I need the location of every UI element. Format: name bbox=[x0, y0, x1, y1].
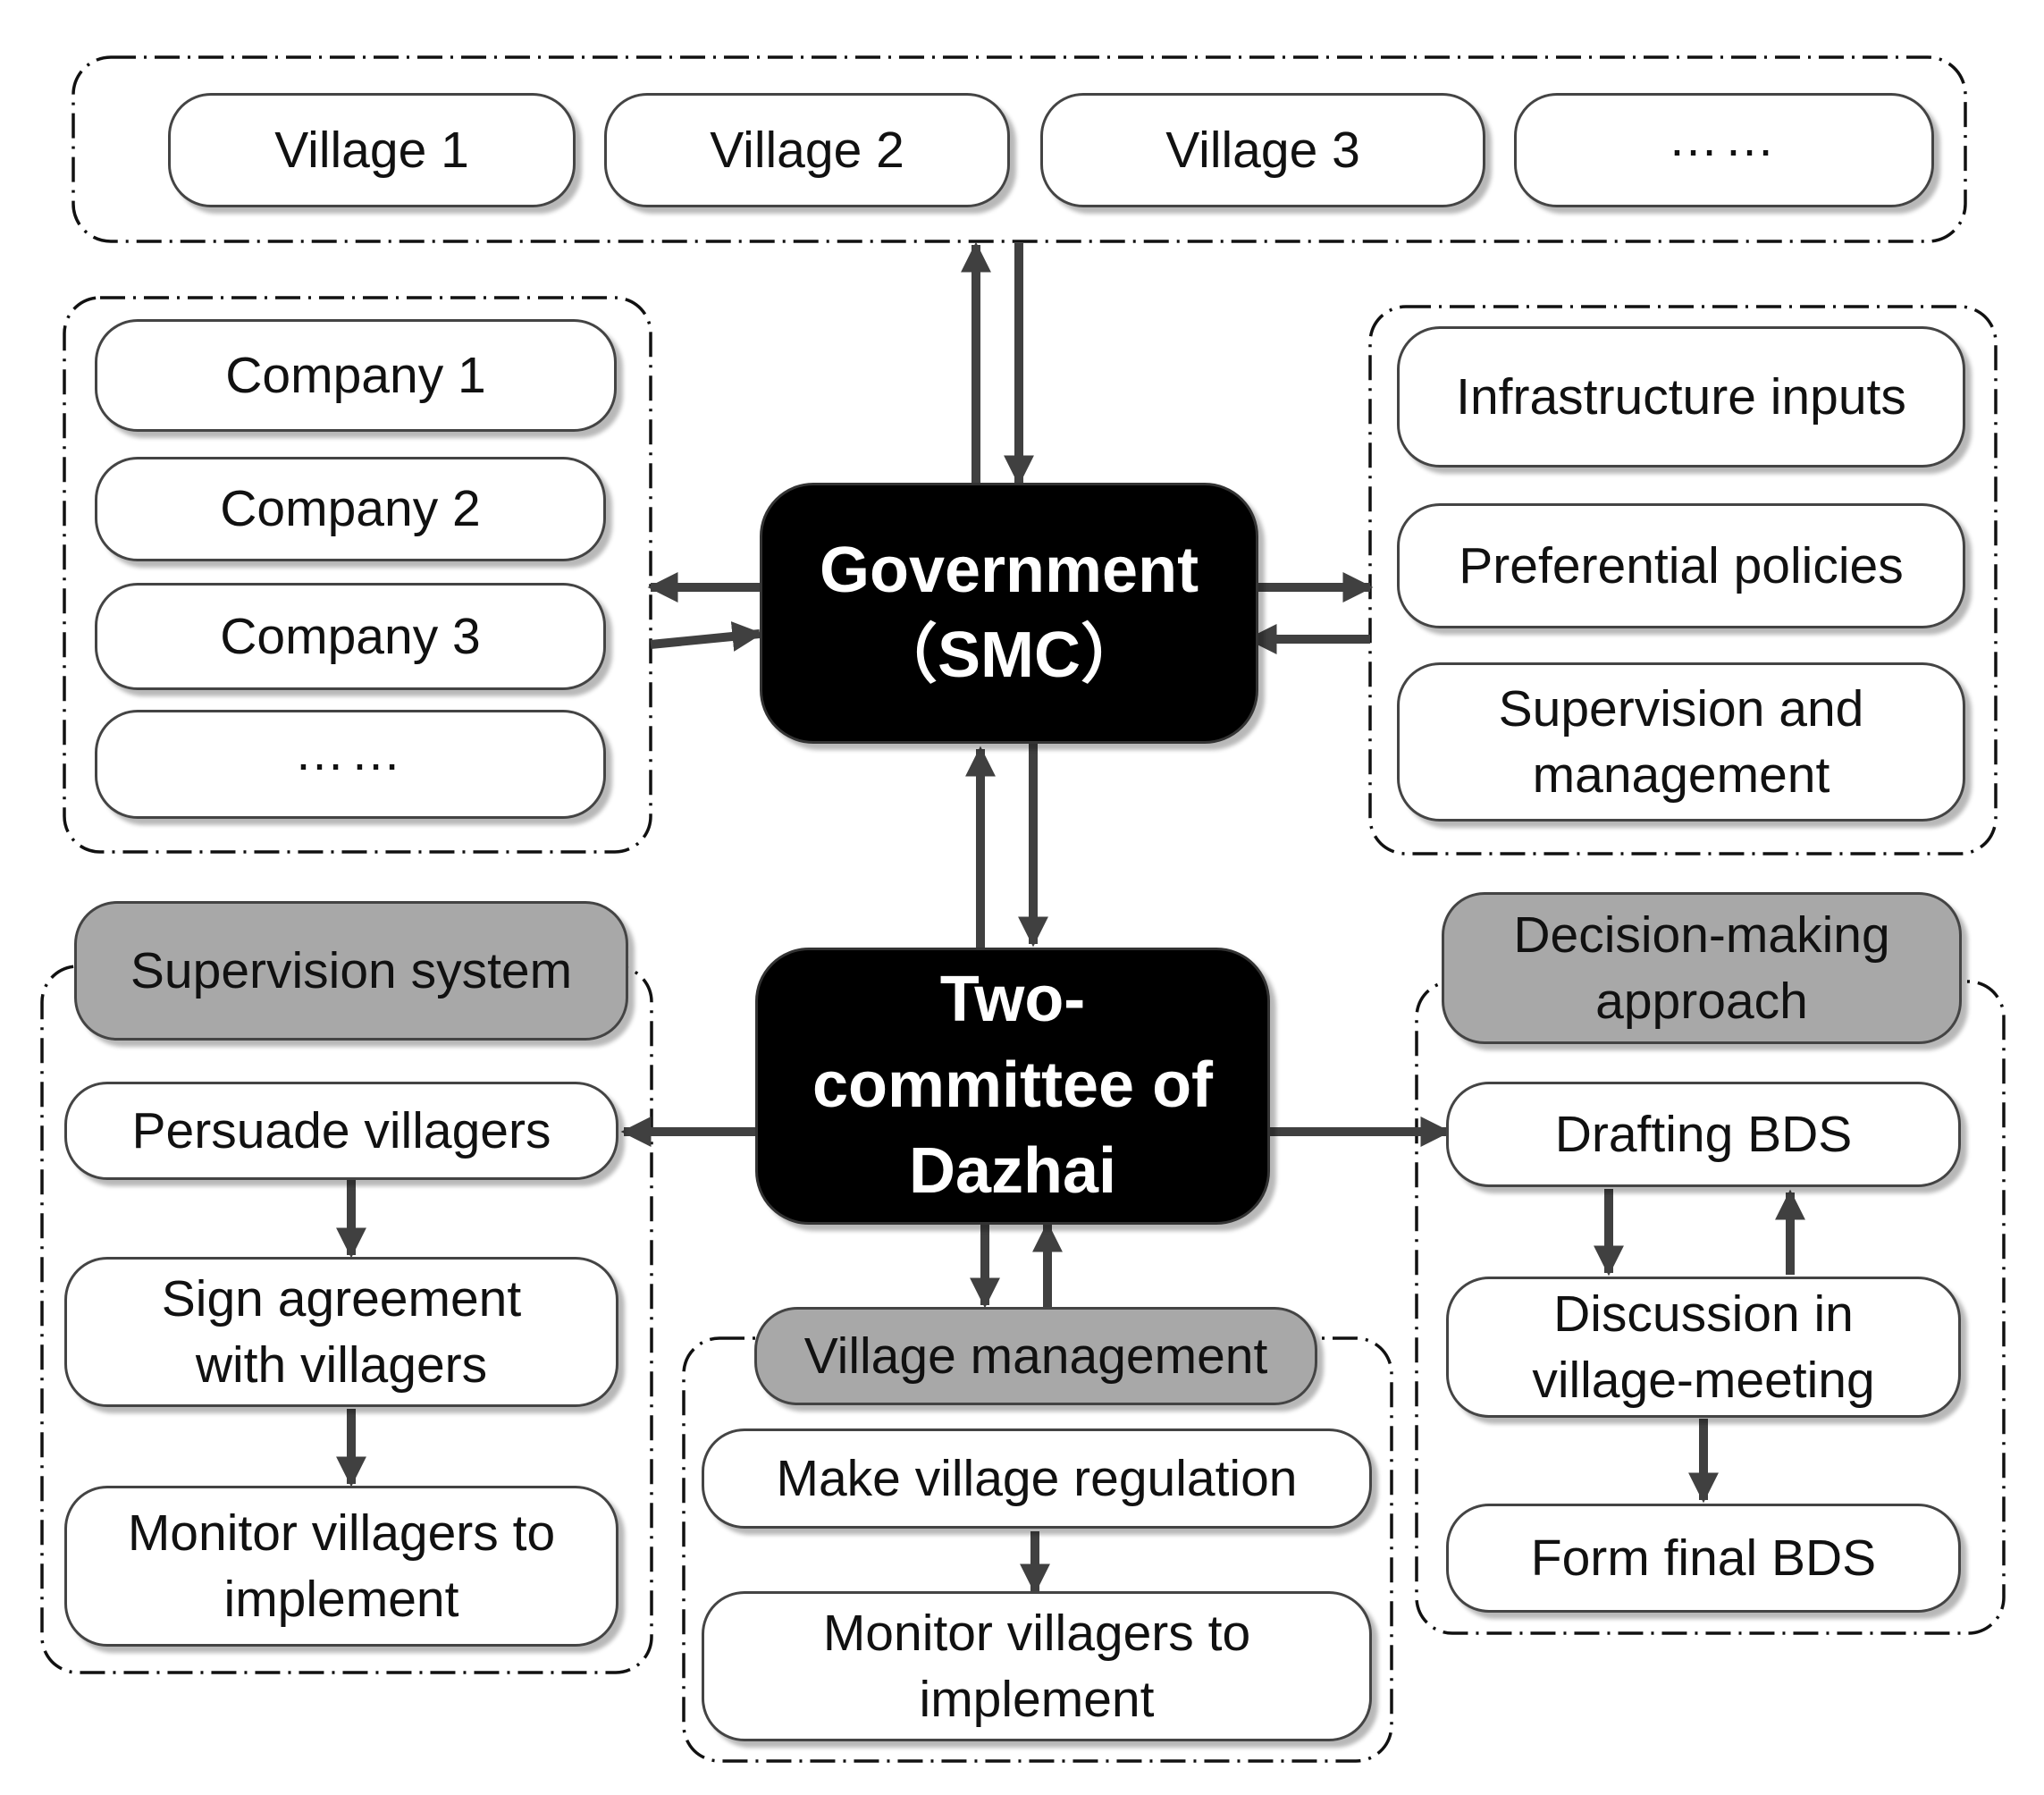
sign-agreement-label: Sign agreement with villagers bbox=[161, 1269, 522, 1394]
company-2-box: Company 2 bbox=[95, 457, 606, 561]
infrastructure-inputs-box: Infrastructure inputs bbox=[1397, 326, 1965, 468]
government-subtitle: （SMC） bbox=[873, 619, 1145, 691]
persuade-villagers-label: Persuade villagers bbox=[131, 1101, 551, 1159]
monitor-villagers-management-box: Monitor villagers to implement bbox=[702, 1591, 1372, 1741]
persuade-villagers-box: Persuade villagers bbox=[64, 1082, 618, 1180]
village-more-box: …… bbox=[1514, 93, 1934, 207]
discussion-village-meeting-box: Discussion in village-meeting bbox=[1446, 1277, 1961, 1418]
decision-making-header: Decision-making approach bbox=[1442, 892, 1962, 1044]
company-2-label: Company 2 bbox=[220, 480, 481, 538]
sign-agreement-box: Sign agreement with villagers bbox=[64, 1257, 618, 1407]
monitor-villagers-supervision-label: Monitor villagers to implement bbox=[127, 1504, 556, 1628]
form-final-bds-label: Form final BDS bbox=[1530, 1529, 1877, 1587]
infrastructure-inputs-label: Infrastructure inputs bbox=[1456, 367, 1906, 426]
supervision-and-management-box: Supervision and management bbox=[1397, 662, 1965, 822]
company-3-box: Company 3 bbox=[95, 583, 606, 690]
monitor-villagers-supervision-box: Monitor villagers to implement bbox=[64, 1486, 618, 1647]
government-box: Government （SMC） bbox=[760, 483, 1258, 744]
company-1-label: Company 1 bbox=[225, 346, 486, 404]
two-committee-line-2: committee of bbox=[812, 1049, 1214, 1122]
drafting-bds-box: Drafting BDS bbox=[1446, 1082, 1961, 1187]
village-2-box: Village 2 bbox=[604, 93, 1010, 207]
two-committee-line-1: Two- bbox=[939, 964, 1086, 1036]
supervision-system-header: Supervision system bbox=[74, 901, 628, 1041]
village-more-label: …… bbox=[1668, 109, 1780, 167]
two-committee-line-3: Dazhai bbox=[908, 1134, 1117, 1207]
decision-making-group-frame bbox=[1415, 980, 2006, 1635]
supervision-system-label: Supervision system bbox=[130, 941, 573, 999]
village-2-label: Village 2 bbox=[710, 121, 904, 179]
village-3-box: Village 3 bbox=[1040, 93, 1485, 207]
make-village-regulation-label: Make village regulation bbox=[776, 1449, 1298, 1507]
decision-making-label: Decision-making approach bbox=[1513, 906, 1890, 1030]
arrow-companies-to-government bbox=[650, 621, 763, 652]
make-village-regulation-box: Make village regulation bbox=[702, 1428, 1372, 1529]
village-management-header: Village management bbox=[754, 1307, 1317, 1405]
villages-group-frame bbox=[71, 55, 1967, 243]
monitor-villagers-management-label: Monitor villagers to implement bbox=[822, 1604, 1251, 1728]
discussion-village-meeting-label: Discussion in village-meeting bbox=[1532, 1285, 1875, 1409]
village-management-label: Village management bbox=[803, 1327, 1268, 1385]
company-more-label: …… bbox=[294, 723, 407, 781]
government-title: Government bbox=[819, 534, 1199, 606]
form-final-bds-box: Form final BDS bbox=[1446, 1504, 1961, 1613]
drafting-bds-label: Drafting BDS bbox=[1554, 1105, 1853, 1163]
village-1-label: Village 1 bbox=[274, 121, 469, 179]
preferential-policies-box: Preferential policies bbox=[1397, 503, 1965, 628]
company-1-box: Company 1 bbox=[95, 319, 617, 432]
preferential-policies-label: Preferential policies bbox=[1459, 536, 1904, 594]
two-committee-box: Two- committee of Dazhai bbox=[755, 948, 1270, 1225]
supervision-and-management-label: Supervision and management bbox=[1498, 679, 1864, 804]
company-3-label: Company 3 bbox=[220, 607, 481, 665]
village-3-label: Village 3 bbox=[1165, 121, 1360, 179]
company-more-box: …… bbox=[95, 710, 606, 819]
village-1-box: Village 1 bbox=[168, 93, 576, 207]
